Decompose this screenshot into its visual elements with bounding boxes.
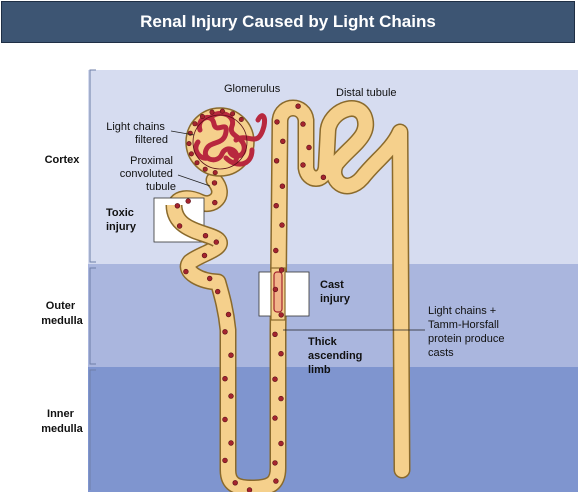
light-chain-particle	[272, 331, 278, 337]
light-chain-particle	[211, 180, 218, 186]
light-chain-particle	[176, 223, 183, 229]
light-chain-particle	[230, 111, 236, 117]
light-chain-particle	[212, 199, 218, 206]
light-chain-particle	[295, 103, 301, 109]
region-brackets	[89, 69, 96, 490]
light-chains-filtered-label: Light chains filtered	[106, 121, 168, 146]
light-chain-particle	[228, 352, 234, 358]
casts-note-label: Light chains + Tamm-Horsfall protein pro…	[428, 305, 508, 359]
light-chain-particle	[228, 393, 234, 399]
light-chain-particle	[278, 351, 284, 357]
leader-lines	[170, 130, 425, 331]
cortex-label: Cortex	[45, 154, 81, 166]
light-chain-particle	[194, 160, 200, 166]
light-chain-particle	[306, 144, 312, 151]
light-chain-particle	[222, 457, 228, 464]
light-chain-particle	[192, 121, 198, 127]
light-chain-particle	[201, 252, 208, 259]
light-chain-particle	[209, 109, 215, 115]
light-chain-particle	[280, 138, 286, 145]
light-chain-particle	[228, 440, 234, 446]
light-chain-particle	[186, 141, 192, 147]
inner-medulla-label: Inner medulla	[41, 408, 83, 435]
light-chain-particle	[222, 329, 228, 335]
light-chain-particle	[202, 233, 209, 239]
light-chain-particle	[300, 162, 306, 168]
light-chain-particle	[300, 121, 306, 127]
cast-icon	[273, 271, 283, 313]
light-chain-particle	[279, 222, 285, 228]
light-chain-particle	[273, 247, 279, 254]
light-chain-particle	[278, 267, 285, 273]
light-chain-particle	[183, 268, 189, 275]
distal-tubule-label: Distal tubule	[336, 87, 397, 99]
light-chain-particle	[185, 198, 191, 204]
light-chain-particle	[274, 119, 280, 125]
light-chain-particle	[272, 415, 278, 421]
light-chain-particle	[238, 117, 244, 123]
light-chain-particle	[278, 395, 284, 402]
light-chain-particle	[278, 312, 284, 318]
light-chain-particle	[278, 440, 284, 447]
toxic-injury-label: Toxic injury	[106, 207, 137, 233]
light-chain-particle	[174, 203, 181, 209]
thick-ascending-limb-label: Thick ascending limb	[308, 336, 365, 376]
light-chain-particle	[279, 183, 286, 189]
outer-medulla-region	[88, 264, 578, 367]
light-chain-particle	[272, 460, 278, 466]
cast-injury-label: Cast injury	[320, 279, 351, 305]
diagram-title: Renal Injury Caused by Light Chains	[140, 12, 436, 31]
light-chain-particle	[222, 376, 228, 382]
light-chain-particle	[212, 170, 218, 176]
glomerulus-label: Glomerulus	[224, 83, 281, 95]
light-chain-particle	[202, 166, 208, 172]
light-chain-particle	[222, 416, 228, 423]
light-chain-particle	[272, 376, 278, 382]
light-chain-particle	[273, 478, 279, 484]
light-chain-particle	[188, 151, 194, 157]
glomerulus	[185, 107, 267, 177]
light-chain-particle	[199, 114, 205, 120]
inner-medulla-region	[88, 367, 578, 492]
light-chain-particle	[215, 288, 221, 295]
light-chain-particle	[246, 487, 253, 492]
light-chain-particle	[207, 275, 213, 282]
light-chain-particle	[232, 480, 238, 486]
light-chain-particle	[213, 239, 220, 245]
proximal-tubule-label: Proximal convoluted tubule	[120, 155, 176, 193]
outer-medulla-label: Outer medulla	[41, 300, 83, 327]
light-chain-particle	[272, 286, 279, 293]
title-bar: Renal Injury Caused by Light Chains	[1, 1, 575, 43]
light-chain-particle	[273, 203, 279, 209]
light-chain-particles	[174, 103, 327, 492]
light-chain-particle	[273, 158, 280, 164]
light-chain-particle	[320, 174, 327, 181]
light-chain-particle	[225, 311, 232, 318]
light-chain-particle	[219, 108, 225, 114]
